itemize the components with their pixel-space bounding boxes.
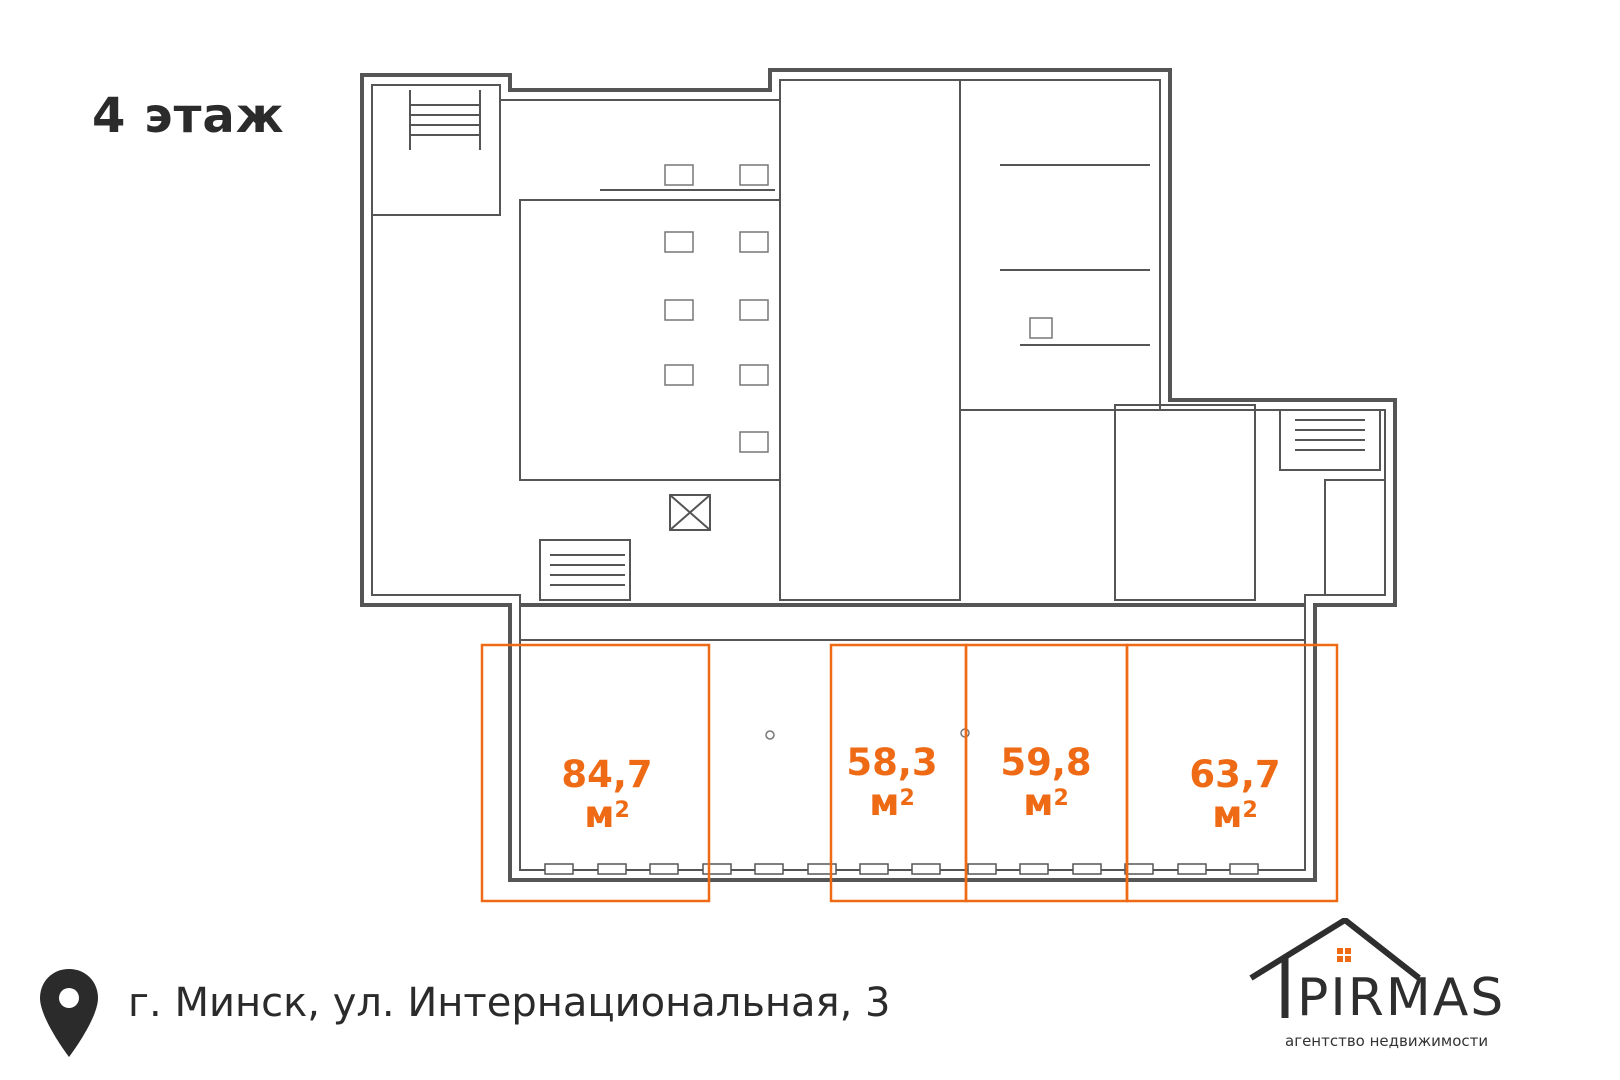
unit-area-exponent: 2 bbox=[899, 786, 915, 811]
unit-area-exponent: 2 bbox=[614, 798, 630, 823]
unit-area-value: 58,3 bbox=[846, 741, 938, 784]
unit-area-label-1: 84,7 м2 bbox=[522, 755, 692, 835]
unit-area-exponent: 2 bbox=[1053, 786, 1069, 811]
plan-stair-block bbox=[371, 84, 501, 216]
address-text: г. Минск, ул. Интернациональная, 3 bbox=[128, 980, 891, 1026]
unit-area-value: 84,7 bbox=[561, 753, 653, 796]
company-logo: PIRMAS агентство недвижимости bbox=[1245, 918, 1585, 1058]
unit-area-unit: м bbox=[584, 793, 615, 836]
logo-tagline: агентство недвижимости bbox=[1285, 1032, 1489, 1050]
plan-outer-wall-inner bbox=[371, 79, 1386, 871]
unit-area-unit: м bbox=[1023, 781, 1054, 824]
unit-area-label-3: 59,8 м2 bbox=[961, 743, 1131, 823]
plan-right-stair bbox=[1279, 409, 1381, 471]
unit-outline-1 bbox=[480, 643, 711, 903]
unit-outline-4 bbox=[1125, 643, 1339, 903]
floor-title: 4 этаж bbox=[92, 88, 285, 144]
floor-plan bbox=[360, 68, 1397, 903]
logo-name: PIRMAS bbox=[1297, 968, 1506, 1028]
unit-area-unit: м bbox=[1212, 793, 1243, 836]
unit-area-label-4: 63,7 м2 bbox=[1150, 755, 1320, 835]
location-pin-icon bbox=[40, 969, 98, 1057]
unit-area-value: 63,7 bbox=[1189, 753, 1281, 796]
unit-area-value: 59,8 bbox=[1000, 741, 1092, 784]
plan-elevator bbox=[669, 494, 711, 531]
plan-central-hall bbox=[779, 79, 961, 601]
unit-area-unit: м bbox=[869, 781, 900, 824]
unit-area-label-2: 58,3 м2 bbox=[807, 743, 977, 823]
plan-outer-wall bbox=[360, 68, 1397, 882]
house-roof-icon bbox=[1249, 918, 1421, 1018]
plan-left-hall bbox=[519, 199, 781, 481]
unit-area-exponent: 2 bbox=[1242, 798, 1258, 823]
